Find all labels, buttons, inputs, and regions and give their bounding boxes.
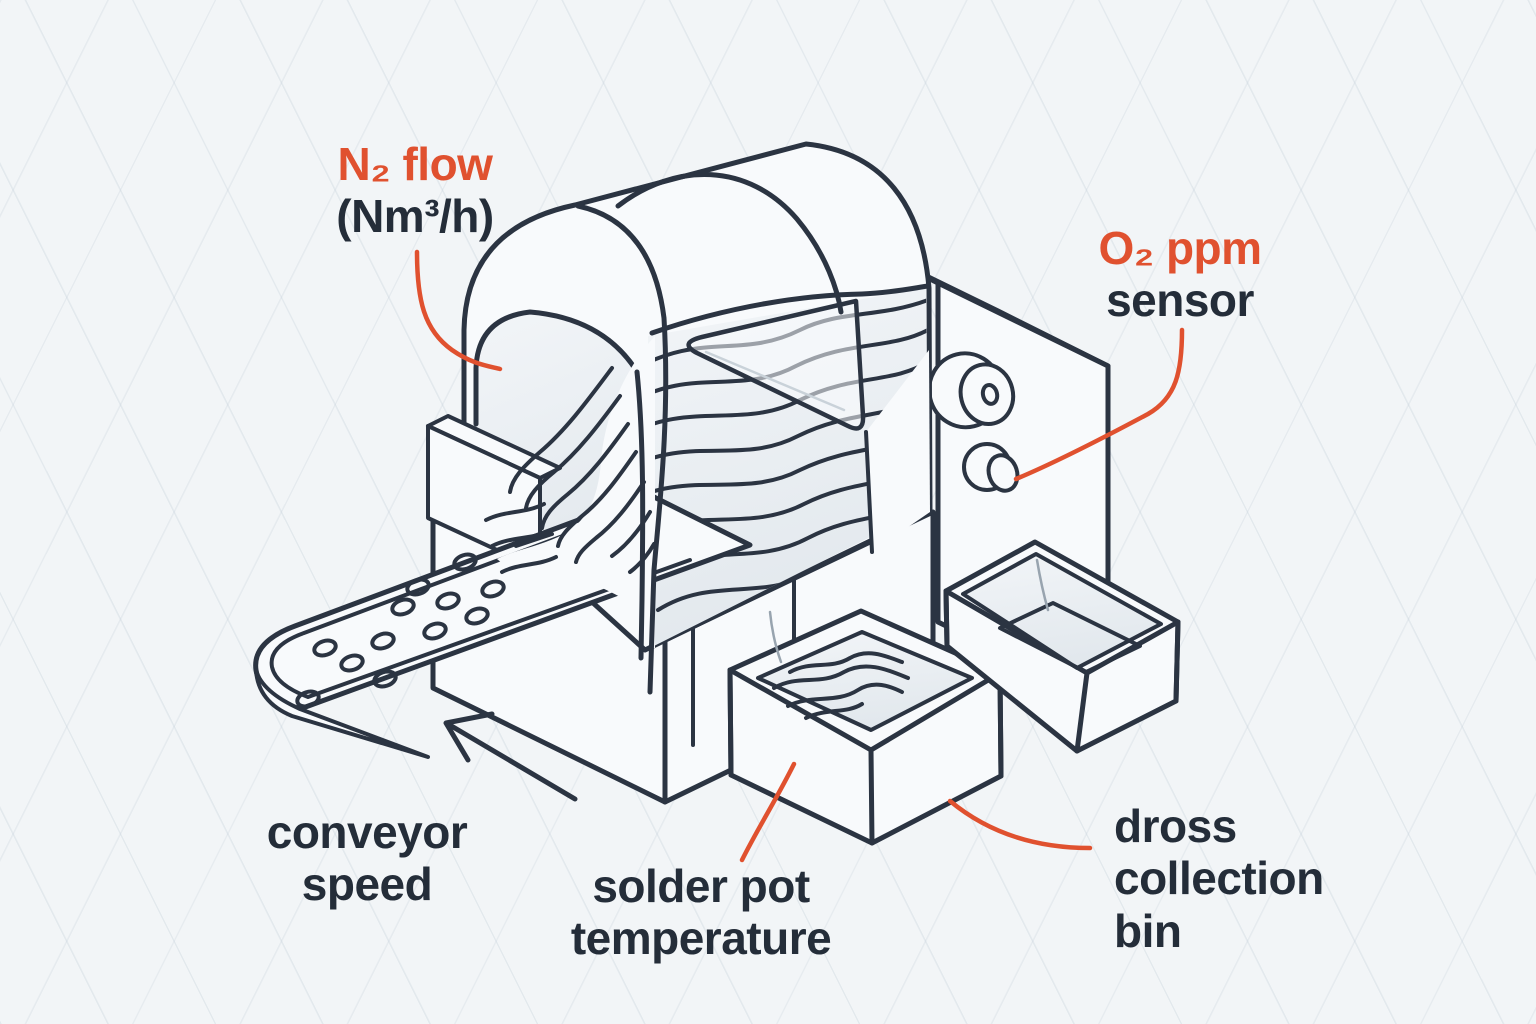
leader-line-solder-pot — [739, 761, 797, 863]
n2-flow-title: N₂ flow — [337, 138, 493, 190]
label-dross-collection-bin: dross collection bin — [1114, 800, 1324, 957]
solder-pour — [484, 336, 656, 648]
belt-perforations — [295, 552, 506, 709]
solder-pot — [727, 608, 1004, 846]
hood-rib — [615, 171, 844, 315]
label-conveyor-speed: conveyor speed — [266, 806, 468, 911]
leader-line-dross-bin — [947, 798, 1093, 851]
leader-line-n2-flow — [414, 249, 503, 372]
conveyor-direction-arrow — [443, 711, 578, 802]
inspection-window — [686, 298, 866, 431]
belt-edge — [254, 668, 430, 759]
entrance-arch-legs — [575, 203, 669, 695]
o2-sensor-subtitle: sensor — [1106, 274, 1254, 327]
label-o2-sensor: O₂ ppm sensor — [1098, 222, 1262, 327]
control-knob-large — [927, 351, 1016, 430]
o2-ppm-title: O₂ ppm — [1098, 222, 1262, 274]
o2-sensor-knob — [962, 442, 1020, 493]
dross-collection-bin — [943, 539, 1181, 754]
label-n2-flow: N₂ flow (Nm³/h) — [336, 138, 494, 243]
n2-flow-unit: (Nm³/h) — [336, 190, 494, 243]
label-solder-pot-temperature: solder pot temperature — [570, 860, 832, 965]
solder-pot-waves — [772, 651, 910, 720]
leader-line-o2-sensor — [1013, 327, 1185, 482]
hood-eave — [649, 283, 931, 336]
